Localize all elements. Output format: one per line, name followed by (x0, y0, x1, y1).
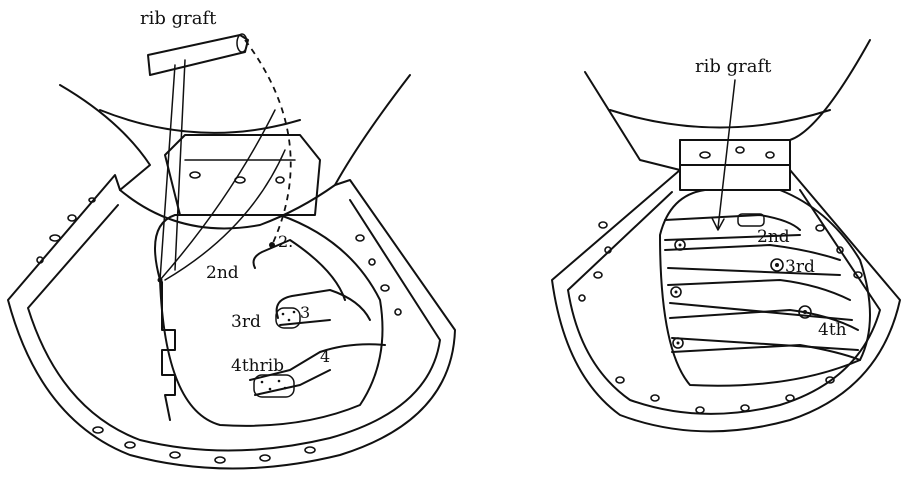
left-stump-stipple (261, 311, 296, 391)
right-neck-top (610, 110, 830, 128)
left-rib-2-num: 2. (278, 232, 293, 251)
right-rib-5 (672, 345, 860, 360)
right-rib-graft-label: rib graft (695, 56, 772, 77)
left-clavicle-right (335, 75, 410, 185)
left-defect-outline (155, 215, 383, 426)
left-rib-3-num: 3 (300, 303, 310, 322)
right-sternum (680, 140, 790, 190)
right-panel (552, 40, 900, 431)
left-rib-2-label: 2nd (206, 263, 239, 283)
left-fixation-point (269, 242, 275, 248)
left-clavicle-left (60, 85, 150, 190)
right-graft-pointer (718, 80, 735, 228)
left-graft-cord-2 (175, 60, 185, 270)
right-rib-4-label: 4th (818, 320, 847, 340)
right-clavicle-left (585, 72, 680, 170)
right-rib-2-label: 2nd (757, 227, 790, 247)
left-rib-graft (148, 35, 248, 75)
left-sternum (165, 135, 320, 215)
right-chest-wall-outer (552, 140, 900, 431)
right-rib-3 (668, 280, 852, 320)
left-fixation-point-2 (158, 278, 163, 283)
left-rib-graft-label: rib graft (140, 8, 217, 29)
left-rib-4-num: 4 (320, 347, 330, 366)
left-sternal-edge (162, 282, 175, 420)
left-rib-3-label: 3rd (231, 312, 261, 332)
left-rib-4-label: 4thrib (231, 356, 284, 376)
right-rib-3-label: 3rd (785, 257, 815, 277)
left-graft-cord-1 (160, 65, 175, 280)
right-clavicle-right (790, 40, 870, 140)
left-panel (8, 34, 455, 469)
